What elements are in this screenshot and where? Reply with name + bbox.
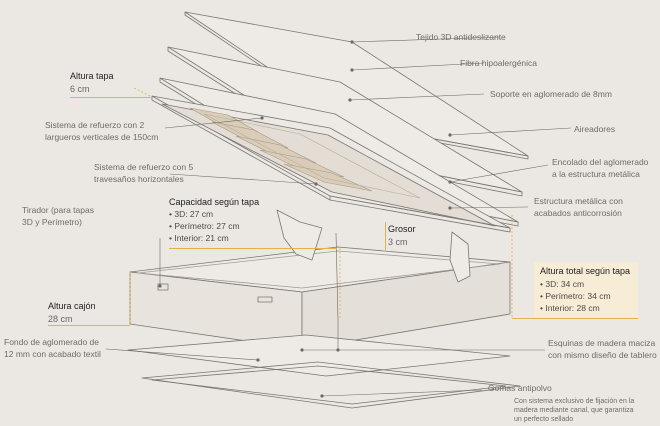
- dust-seal: [141, 361, 521, 409]
- capacidad-title: Capacidad según tapa: [169, 197, 260, 207]
- label-estructura-2: acabados anticorrosión: [534, 208, 622, 218]
- label-esquinas-2: con mismo diseño de tablero: [548, 350, 657, 360]
- altura-tapa-value: 6 cm: [70, 84, 90, 94]
- capacidad-perimetro: • Perímetro: 27 cm: [169, 221, 240, 231]
- bottom-board: [127, 334, 511, 377]
- label-fondo-2: 12 mm con acabado textil: [4, 349, 101, 359]
- slats: [189, 107, 421, 199]
- label-largueros-2: largueros verticales de 150cm: [45, 132, 159, 142]
- altura-total-perimetro: • Perímetro: 34 cm: [540, 291, 611, 301]
- label-largueros-1: Sistema de refuerzo con 2: [45, 120, 145, 130]
- grosor-marker: [385, 222, 386, 250]
- label-estructura-1: Estructura metálica con: [534, 196, 623, 206]
- altura-total-title: Altura total según tapa: [540, 266, 631, 276]
- altura-total-3d: • 3D: 34 cm: [540, 279, 585, 289]
- altura-tapa-underline: [70, 97, 152, 98]
- label-tirador-1: Tirador (para tapas: [22, 205, 94, 215]
- altura-cajon-underline: [48, 325, 130, 326]
- altura-total-box: [534, 262, 638, 318]
- base-side: [301, 261, 511, 350]
- grosor-title: Grosor: [388, 224, 416, 234]
- label-esquinas-1: Esquinas de madera maciza: [548, 338, 656, 348]
- label-tirador-2: 3D y Perímetro): [22, 217, 82, 227]
- label-travesanos-1: Sistema de refuerzo con 5: [94, 162, 194, 172]
- label-tejido: Tejido 3D antideslizante: [416, 32, 506, 42]
- label-aireadores: Aireadores: [574, 124, 616, 134]
- altura-tapa-title: Altura tapa: [70, 71, 114, 81]
- altura-total-underline: [512, 318, 638, 319]
- altura-cajon-title: Altura cajón: [48, 301, 96, 311]
- label-encolado-2: a la estructura metálica: [552, 169, 640, 179]
- label-travesanos-2: travesaños horizontales: [94, 174, 184, 184]
- capacidad-underline: [169, 248, 337, 249]
- label-fibra: Fibra hipoalergénica: [460, 58, 538, 68]
- label-encolado-1: Encolado del aglomerado: [552, 157, 649, 167]
- label-gomas: Gomas antipolvo: [488, 383, 552, 393]
- capacidad-3d: • 3D: 27 cm: [169, 209, 214, 219]
- label-soporte: Soporte en aglomerado de 8mm: [490, 89, 612, 99]
- capacidad-interior: • Interior: 21 cm: [169, 233, 229, 243]
- altura-total-interior: • Interior: 28 cm: [540, 303, 600, 313]
- note-gomas-2: madera mediante canal, que garantiza: [514, 407, 634, 414]
- note-gomas-1: Con sistema exclusivo de fijación en la: [514, 398, 635, 405]
- note-gomas-3: un perfecto sellado: [514, 416, 574, 423]
- grosor-value: 3 cm: [388, 237, 408, 247]
- label-fondo-1: Fondo de aglomerado de: [4, 337, 99, 347]
- altura-cajon-value: 28 cm: [48, 314, 73, 324]
